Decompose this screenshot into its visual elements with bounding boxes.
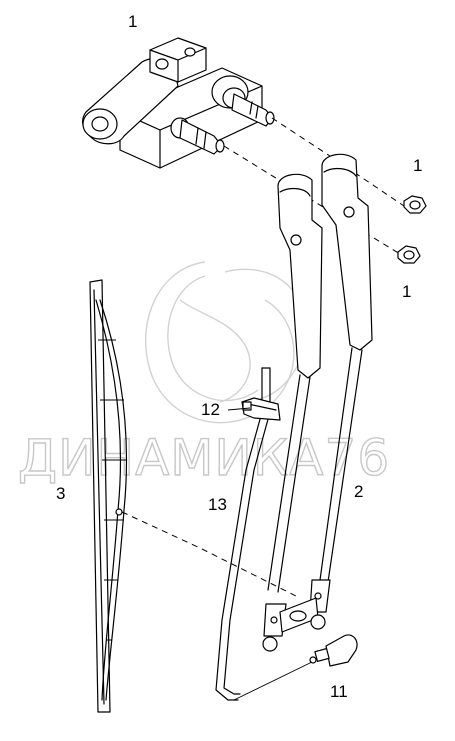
callout-blade: 3 bbox=[56, 484, 65, 503]
callout-link-rod: 13 bbox=[208, 495, 227, 514]
watermark-text: ДИНАМИКА76 bbox=[18, 429, 390, 487]
guide-line-upper bbox=[271, 117, 405, 207]
wiper-arm-right bbox=[319, 153, 373, 583]
wiper-motor bbox=[82, 37, 275, 169]
leader-clip bbox=[227, 407, 251, 411]
watermark-logo bbox=[145, 261, 307, 424]
callout-nut-lower: 1 bbox=[402, 282, 411, 301]
callout-arms: 2 bbox=[354, 482, 363, 501]
nut-lower bbox=[397, 245, 421, 264]
callout-motor: 1 bbox=[128, 12, 137, 31]
ball-joint bbox=[309, 634, 358, 667]
wiper-blade bbox=[89, 279, 128, 713]
leader-joint bbox=[233, 661, 313, 701]
callout-nut-upper: 1 bbox=[413, 156, 422, 175]
arm-linkage-bracket bbox=[262, 579, 331, 652]
callout-joint: 11 bbox=[330, 682, 348, 701]
callout-clip: 12 bbox=[201, 400, 220, 419]
wiper-arm-left bbox=[267, 173, 323, 593]
retaining-clip bbox=[241, 397, 281, 421]
nut-upper bbox=[403, 195, 427, 214]
